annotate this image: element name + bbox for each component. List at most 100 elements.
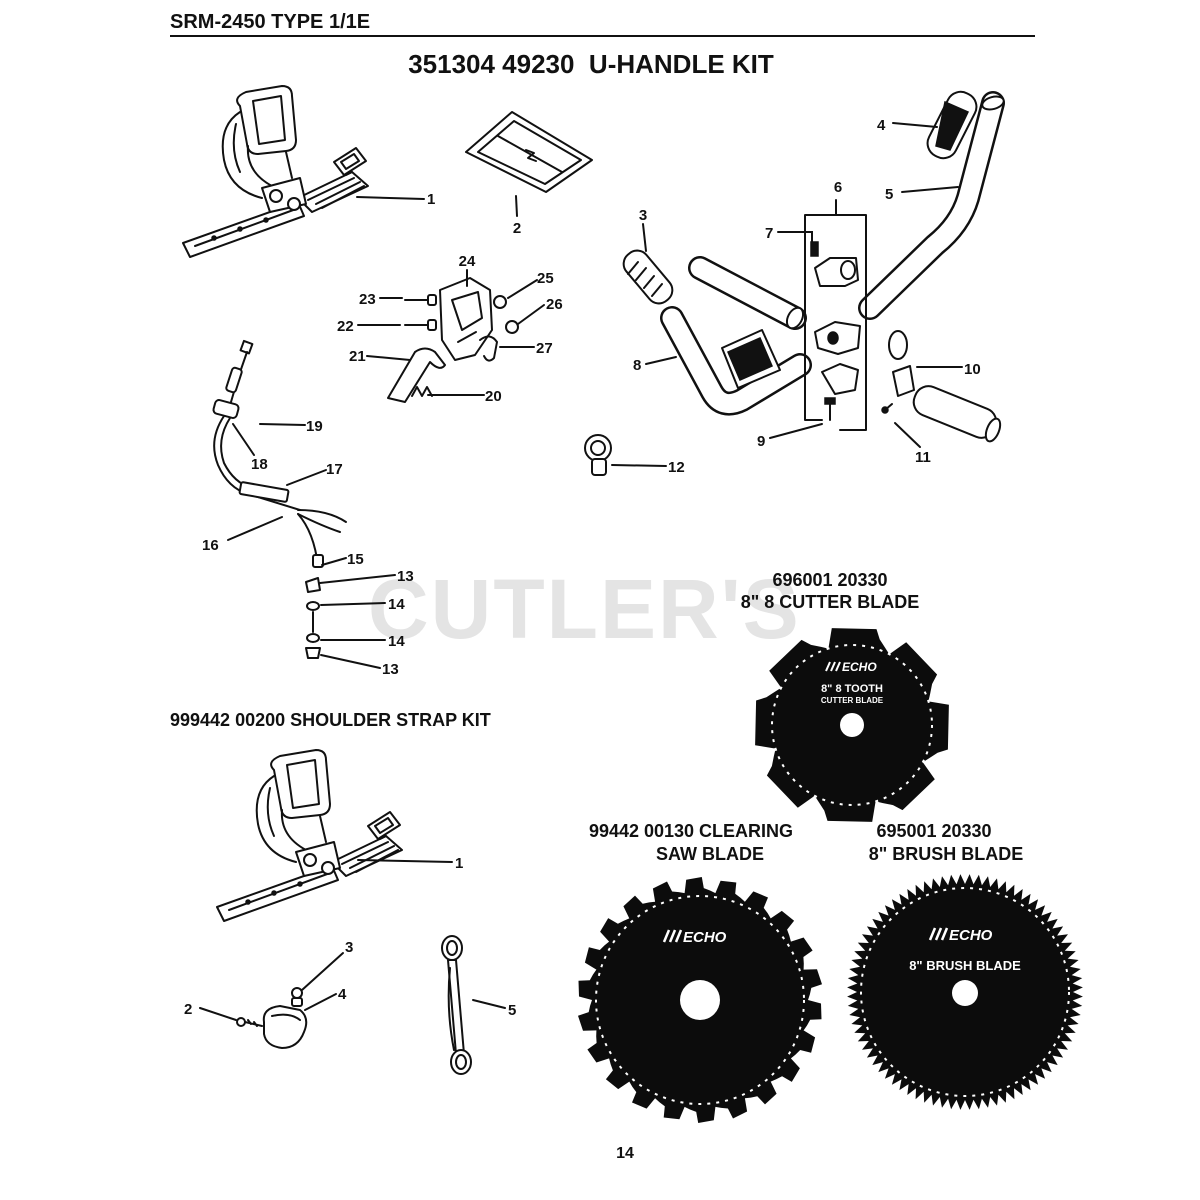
handle-right-tube bbox=[858, 91, 1005, 320]
shoulder-strap-kit-diagram bbox=[216, 749, 472, 1075]
callout-18: 18 bbox=[251, 456, 268, 473]
leader-line bbox=[901, 186, 959, 193]
callout-5: 5 bbox=[885, 186, 893, 203]
callout-27: 27 bbox=[536, 340, 553, 357]
saw-blade-dotted-ring bbox=[595, 895, 805, 1105]
throttle-cable-assembly bbox=[212, 339, 347, 659]
leader-line bbox=[769, 423, 823, 439]
callout-14: 14 bbox=[388, 633, 405, 650]
callout-4: 4 bbox=[877, 117, 886, 134]
model-title: SRM-2450 TYPE 1/1E bbox=[170, 11, 370, 33]
callout-10: 10 bbox=[964, 361, 981, 378]
u-handle-kit-title: 351304 49230 U-HANDLE KIT bbox=[408, 49, 774, 79]
leader-line bbox=[227, 516, 283, 541]
callout-21: 21 bbox=[349, 348, 366, 365]
leader-line bbox=[286, 469, 327, 486]
callout-14: 14 bbox=[388, 596, 405, 613]
callout-7: 7 bbox=[765, 225, 773, 242]
brush-blade-image: ECHO 8" BRUSH BLADE bbox=[847, 874, 1083, 1110]
callout-3: 3 bbox=[345, 939, 353, 956]
strap-with-rings bbox=[441, 935, 472, 1075]
brush-blade-face: 8" BRUSH BLADE bbox=[909, 958, 1021, 973]
callout-23: 23 bbox=[359, 291, 376, 308]
echo-logo-marks bbox=[825, 661, 841, 672]
cutter-blade-section: 696001 20330 8" 8 CUTTER BLADE ECHO 8" 8… bbox=[741, 570, 949, 822]
leader-line bbox=[642, 223, 647, 252]
leader-line bbox=[319, 574, 396, 584]
brush-blade-dotted-ring bbox=[860, 887, 1070, 1097]
shoulder-harness bbox=[216, 749, 403, 922]
shoulder-strap-leader-lines bbox=[199, 859, 506, 1021]
leader-line bbox=[645, 356, 677, 365]
leader-line bbox=[517, 304, 545, 325]
snap-hook-assembly bbox=[236, 987, 308, 1049]
leader-line bbox=[304, 993, 337, 1011]
saw-blade-image: ECHO bbox=[578, 877, 822, 1123]
callout-15: 15 bbox=[347, 551, 364, 568]
cutter-blade-arbor-hole bbox=[840, 713, 864, 737]
callout-9: 9 bbox=[757, 433, 765, 450]
callout-17: 17 bbox=[326, 461, 343, 478]
callout-26: 26 bbox=[546, 296, 563, 313]
cutter-blade-image: ECHO 8" 8 TOOTH CUTTER BLADE bbox=[755, 628, 949, 822]
brush-blade-name: 8" BRUSH BLADE bbox=[869, 844, 1024, 864]
handle-bracket-assembly bbox=[804, 199, 867, 431]
leader-line bbox=[320, 602, 386, 606]
callout-12: 12 bbox=[668, 459, 685, 476]
back-pad bbox=[465, 111, 593, 193]
throttle-housing-assembly bbox=[387, 277, 519, 403]
leader-line bbox=[777, 231, 813, 245]
u-handle-callouts: 1 2 3 4 5 6 7 8 9 10 11 12 13 14 14 13 1… bbox=[202, 117, 981, 678]
echo-logo-marks bbox=[928, 927, 949, 941]
cutter-blade-part-number: 696001 20330 bbox=[772, 570, 887, 590]
echo-logo-marks bbox=[662, 929, 683, 943]
cutter-blade-dotted-ring bbox=[771, 644, 933, 806]
leader-line bbox=[611, 464, 667, 467]
harness-assembly bbox=[182, 85, 369, 258]
shoulder-strap-kit-title: 999442 00200 SHOULDER STRAP KIT bbox=[170, 710, 491, 730]
callout-3: 3 bbox=[639, 207, 647, 224]
leader-line bbox=[199, 1007, 237, 1021]
leader-line bbox=[321, 557, 347, 566]
cutter-blade-face-line1: 8" 8 TOOTH bbox=[821, 683, 883, 695]
leader-line bbox=[507, 279, 538, 299]
page-number: 14 bbox=[616, 1145, 634, 1162]
hanger-ring bbox=[584, 434, 612, 476]
grip-left bbox=[622, 249, 674, 305]
callout-11: 11 bbox=[915, 449, 931, 466]
handle-u-tube bbox=[660, 306, 812, 416]
leader-line bbox=[357, 859, 453, 863]
leader-line bbox=[366, 355, 411, 361]
saw-blade-arbor-hole bbox=[680, 980, 720, 1020]
callout-1: 1 bbox=[455, 855, 463, 872]
callout-24: 24 bbox=[459, 253, 476, 270]
shoulder-strap-callouts: 1 2 3 4 5 bbox=[184, 855, 516, 1019]
leader-line bbox=[232, 423, 255, 456]
cutter-blade-face-line2: CUTTER BLADE bbox=[821, 696, 884, 705]
callout-25: 25 bbox=[537, 270, 554, 287]
saw-blade-brand: ECHO bbox=[683, 929, 727, 946]
callout-13: 13 bbox=[382, 661, 399, 678]
callout-1: 1 bbox=[427, 191, 435, 208]
watermark: CUTLER'S bbox=[368, 562, 801, 656]
leader-line bbox=[301, 952, 344, 991]
callout-2: 2 bbox=[513, 220, 521, 237]
callout-2: 2 bbox=[184, 1001, 192, 1018]
leader-line bbox=[892, 122, 938, 128]
leader-line bbox=[320, 654, 381, 669]
leader-line bbox=[356, 196, 425, 200]
cutter-blade-name: 8" 8 CUTTER BLADE bbox=[741, 592, 920, 612]
cutter-blade-brand: ECHO bbox=[842, 660, 877, 674]
leader-line bbox=[259, 423, 306, 426]
u-handle-leader-lines bbox=[227, 122, 963, 669]
leader-line bbox=[472, 999, 506, 1009]
callout-8: 8 bbox=[633, 357, 641, 374]
brush-blade-part-number: 695001 20330 bbox=[876, 821, 991, 841]
u-handle-kit-diagram bbox=[182, 85, 1005, 659]
saw-blade-name: SAW BLADE bbox=[656, 844, 764, 864]
leader-line bbox=[894, 422, 921, 448]
callout-19: 19 bbox=[306, 418, 323, 435]
callout-4: 4 bbox=[338, 986, 347, 1003]
brush-blade-brand: ECHO bbox=[949, 927, 993, 944]
